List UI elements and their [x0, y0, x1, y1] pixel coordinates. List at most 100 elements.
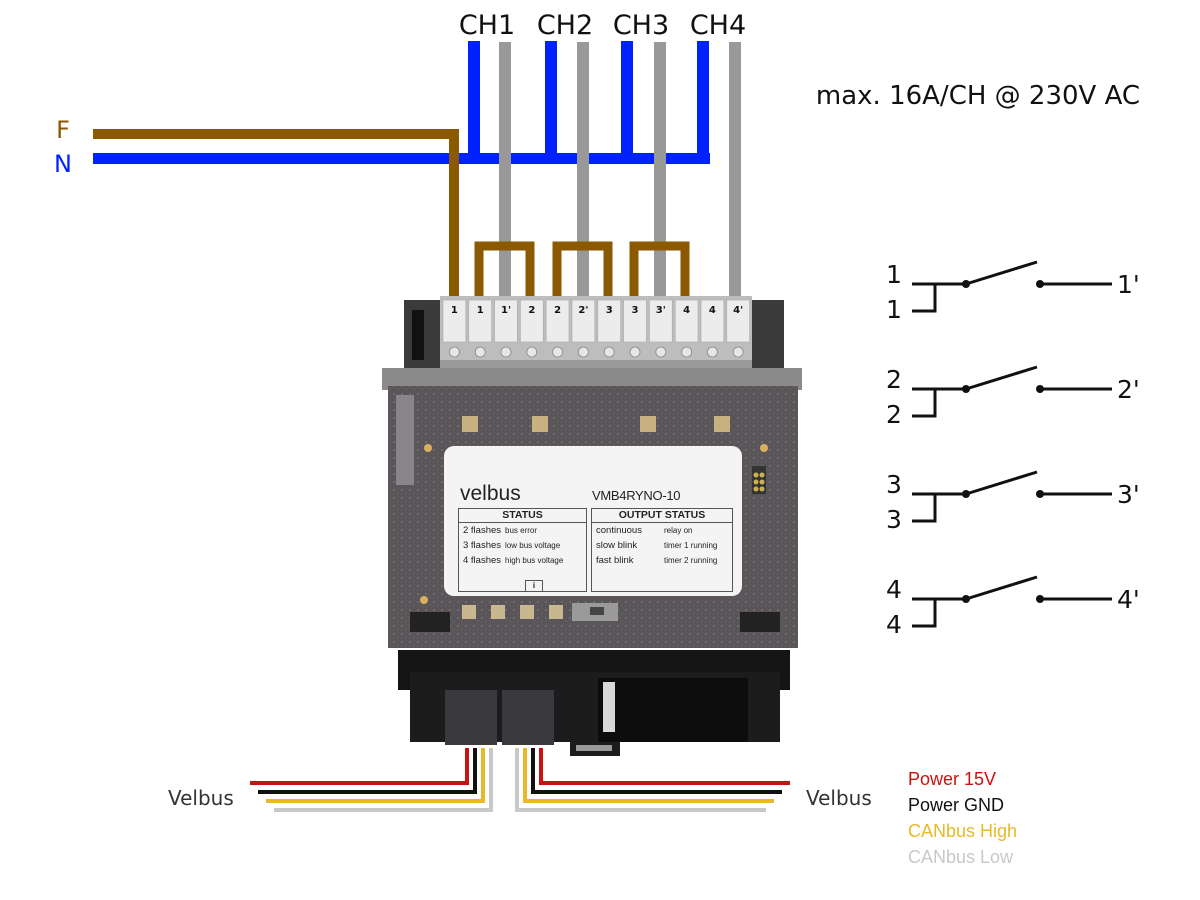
terminal-3: 1'	[494, 299, 518, 358]
legend-canbus-high: CANbus High	[908, 821, 1018, 841]
channel-label-ch1: CH1	[459, 10, 515, 41]
terminal-label: 3	[606, 305, 613, 316]
terminal-2: 1	[468, 299, 492, 358]
terminal-label: 2	[528, 305, 535, 316]
terminal-7: 3	[597, 299, 621, 358]
neutral-wires	[93, 41, 710, 164]
terminal-8: 3	[623, 299, 647, 358]
relay-input-lead	[912, 492, 966, 523]
relay-output-label: 4'	[1117, 585, 1140, 614]
relay-output-label: 2'	[1117, 375, 1140, 404]
terminal-tab	[494, 299, 518, 343]
terminal-tab	[520, 299, 544, 343]
output-key: fast blink	[596, 555, 634, 566]
wire-color-legend: Power 15V Power GND CANbus High CANbus L…	[908, 766, 1017, 870]
channel-label-ch4: CH4	[690, 10, 746, 41]
relay-contact-3: 333'	[886, 470, 1140, 534]
terminal-label: 4	[709, 305, 716, 316]
relay-input-a-label: 2	[886, 365, 902, 394]
relay-input-b-label: 3	[886, 505, 902, 534]
relay-contact-2: 2 2 2'	[886, 365, 1140, 429]
terminal-tab	[597, 299, 621, 343]
terminal-12: 4'	[726, 299, 750, 358]
terminal-screw-hole	[578, 346, 589, 358]
terminal-screw-hole	[526, 346, 538, 358]
bus-cable-left	[250, 748, 493, 812]
terminal-label: 1	[477, 305, 484, 316]
terminal-screw-hole	[448, 346, 460, 358]
terminal-screw-hole	[732, 346, 744, 358]
terminal-screw-hole	[603, 346, 615, 358]
relay-output-label: 3'	[1117, 480, 1140, 509]
model-number: VMB4RYNO-10	[592, 488, 681, 503]
terminal-label: 1'	[501, 305, 511, 316]
rating-text: max. 16A/CH @ 230V AC	[816, 81, 1140, 111]
relay-switch-arm	[965, 260, 1038, 286]
output-status-header: OUTPUT STATUS	[592, 509, 732, 523]
phase-jumpers	[474, 241, 690, 296]
relay-contact-1: 1 1 1'	[886, 260, 1140, 324]
terminal-tab	[674, 299, 699, 343]
terminal-screw-hole	[707, 346, 718, 358]
manual-info-icon: i	[525, 580, 543, 592]
terminal-label: 2	[554, 305, 561, 316]
bus-label-left: Velbus	[168, 786, 234, 810]
terminal-label: 3'	[656, 305, 666, 316]
relay-input-lead	[912, 282, 966, 313]
status-value: bus error	[505, 526, 538, 535]
terminal-screw-hole	[500, 346, 512, 358]
terminal-screw-hole	[474, 346, 486, 358]
status-key: 3 flashes	[463, 540, 502, 551]
status-key: 4 flashes	[463, 555, 502, 566]
relay-input-lead	[912, 387, 966, 418]
relay-schematic: 111'222'333'444'	[886, 260, 1140, 639]
output-key: slow blink	[596, 540, 638, 551]
relay-pivot	[962, 490, 970, 498]
bus-cable-right	[515, 748, 790, 812]
brand-logo: velbus	[460, 482, 521, 505]
terminal-label: 2'	[578, 305, 588, 316]
terminal-tab	[726, 299, 750, 343]
terminal-10: 4	[674, 299, 699, 358]
relay-output-label: 1'	[1117, 270, 1140, 299]
channel-label-ch3: CH3	[613, 10, 669, 41]
terminal-label: 4'	[733, 305, 743, 316]
relay-input-b-label: 1	[886, 295, 902, 324]
relay-input-a-label: 1	[886, 260, 902, 289]
relay-switch-arm	[965, 365, 1038, 391]
switched-output-wires	[499, 42, 741, 296]
terminal-tab	[545, 299, 570, 343]
neutral-label: N	[54, 150, 72, 178]
legend-power-15v: Power 15V	[908, 769, 997, 789]
relay-contact-4: 4 4 4'	[886, 575, 1140, 639]
terminal-tab	[571, 299, 596, 343]
relay-input-b-label: 4	[886, 610, 902, 639]
status-value: high bus voltage	[505, 556, 564, 565]
terminal-11: 4	[700, 299, 725, 358]
terminal-label: 4	[683, 305, 690, 316]
terminal-tab	[468, 299, 492, 343]
relay-input-b-label: 2	[886, 400, 902, 429]
relay-pivot	[962, 385, 970, 393]
terminal-5: 2	[545, 299, 570, 358]
relay-input-a-label: 4	[886, 575, 902, 604]
bus-label-right: Velbus	[806, 786, 872, 810]
phase-wire	[93, 129, 459, 296]
relay-switch-arm	[965, 470, 1038, 496]
terminal-tab	[623, 299, 647, 343]
phase-label: F	[56, 116, 70, 144]
terminal-1: 1	[442, 299, 467, 358]
terminal-screw-hole	[629, 346, 641, 358]
terminal-9: 3'	[649, 299, 673, 358]
relay-pivot	[962, 595, 970, 603]
terminal-screw-hole	[655, 346, 667, 358]
relay-switch-arm	[965, 575, 1038, 601]
terminal-tab	[700, 299, 725, 343]
